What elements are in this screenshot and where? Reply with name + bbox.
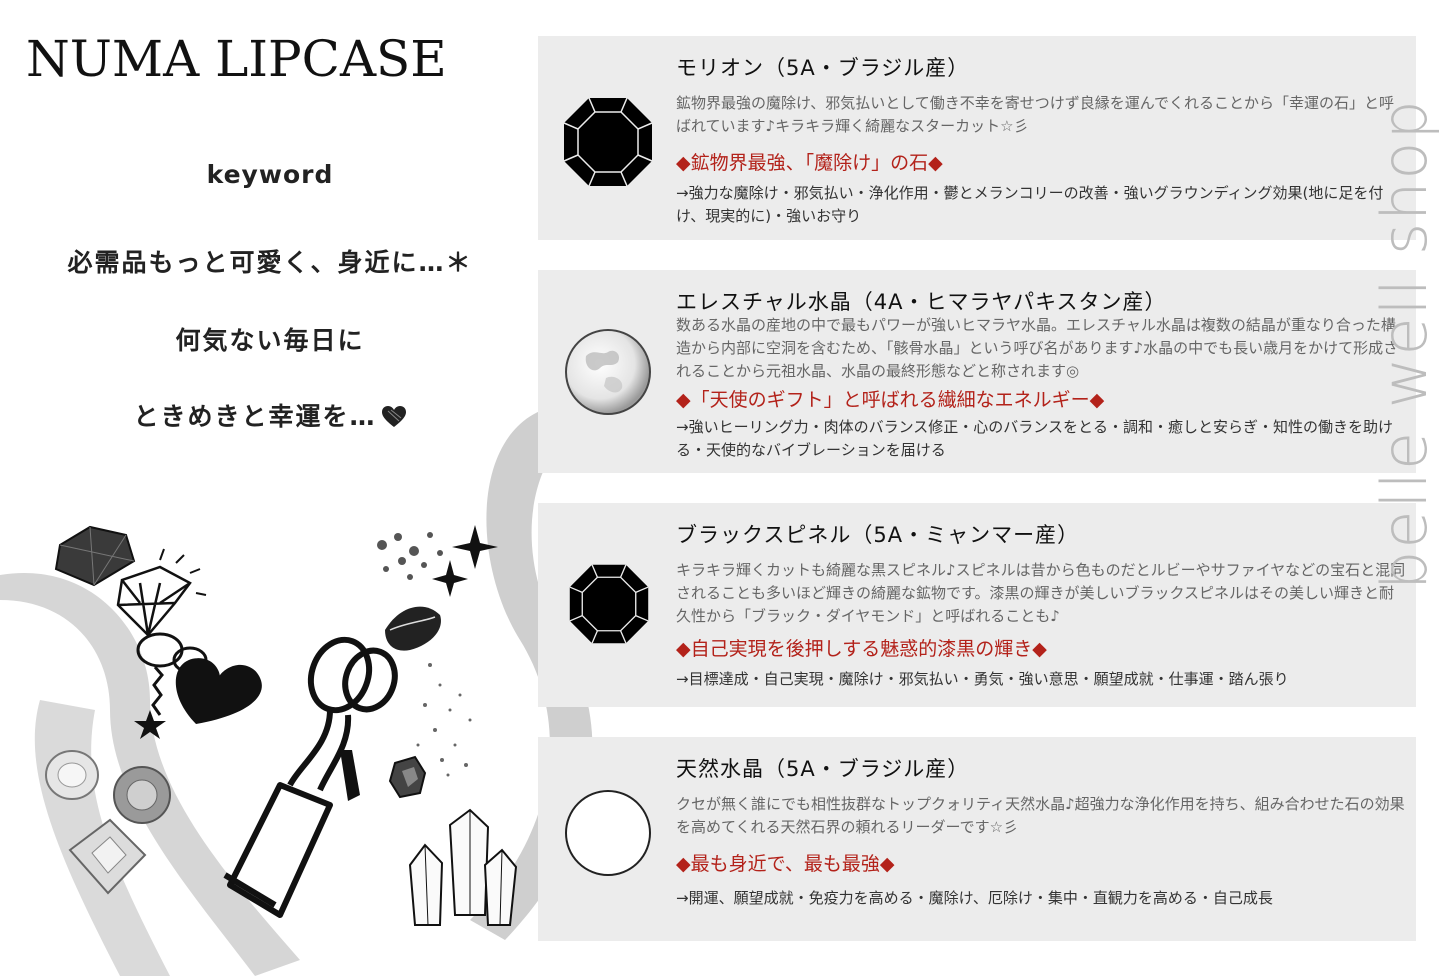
brand-title: NUMA LIPCASE [26,30,447,88]
stone-name: エレスチャル水晶（4A・ヒマラヤパキスタン産） [676,290,1167,314]
black-spinel-gem-icon [569,564,649,644]
stone-name: ブラックスピネル（5A・ミャンマー産） [676,523,1080,547]
shop-watermark: belle well shop [1368,98,1441,590]
glitter-dots [416,663,472,777]
quartz-crystals-icon [408,808,518,926]
stone-effects: →開運、願望成就・免疫力を高める・魔除け、厄除け・集中・直観力を高める・自己成長 [676,889,1273,907]
stone-highlight: ◆鉱物界最強、「魔除け」の石◆ [676,152,943,174]
heart-icon [381,406,406,427]
crystal-gems-cluster [45,750,171,895]
star-icon [134,710,166,739]
stone-name: 天然水晶（5A・ブラジル産） [676,757,970,781]
stone-effects: →強力な魔除け・邪気払い・浄化作用・鬱とメランコリーの改善・強いグラウンディング… [676,184,1384,225]
stone-effects: →強いヒーリング力・肉体のバランス修正・心のバランスをとる・調和・癒しと安らぎ・… [676,418,1393,459]
stone-card-elestial-quartz: エレスチャル水晶（4A・ヒマラヤパキスタン産） 数ある水晶の産地の中で最もパワー… [538,270,1416,473]
stone-highlight: ◆「天使のギフト」と呼ばれる繊細なエネルギー◆ [676,389,1105,411]
square-black-gem-icon [388,755,427,799]
lips-icon [385,606,441,651]
keyword-line-3: ときめきと幸運を… [133,402,377,431]
stone-highlight: ◆自己実現を後押しする魅惑的漆黒の輝き◆ [676,638,1047,660]
black-octagon-gem-icon [563,97,653,187]
keyword-line-2: 何気ない毎日に [175,326,365,355]
keyword-line-3-wrap: ときめきと幸運を… [0,397,540,433]
lip-tassel-icon [340,750,360,801]
keyword-title: keyword [206,160,334,189]
stone-description: クセが無く誰にでも相性抜群なトップクォリティ天然水晶♪超強力な浄化作用を持ち、組… [676,795,1405,836]
diamond-outline-icon [116,548,207,637]
mini-hearts-cluster [377,532,443,580]
stone-card-black-spinel: ブラックスピネル（5A・ミャンマー産） キラキラ輝くカットも綺麗な黒スピネル♪ス… [538,503,1416,707]
stone-description: 数ある水晶の産地の中で最もパワーが強いヒマラヤ水晶。エレスチャル水晶は複数の結晶… [676,316,1399,380]
keyword-line-1: 必需品もっと可愛く、身近に…＊ [67,248,473,277]
stone-description: キラキラ輝くカットも綺麗な黒スピネル♪スピネルは昔から色ものだとルビーやサファイ… [676,561,1406,625]
stone-card-clear-quartz: 天然水晶（5A・ブラジル産） クセが無く誰にでも相性抜群なトップクォリティ天然水… [538,737,1416,941]
lipcase-charm-illustration [45,525,518,926]
clear-quartz-sphere-icon [565,790,651,876]
stone-effects: →目標達成・自己実現・魔除け・邪気払い・勇気・強い意思・願望成就・仕事運・踏ん張… [676,670,1289,688]
elestial-quartz-sphere-icon [565,329,651,415]
black-diamond-icon [54,525,136,587]
stone-name: モリオン（5A・ブラジル産） [676,56,970,80]
stone-card-morion: モリオン（5A・ブラジル産） 鉱物界最強の魔除け、邪気払いとして働き不幸を寄せつ… [538,36,1416,240]
sparkle-icon [432,525,498,597]
lip-tube-icon [223,636,398,918]
heart-charm-icon [175,658,262,724]
stone-highlight: ◆最も身近で、最も最強◆ [676,853,895,875]
stone-description: 鉱物界最強の魔除け、邪気払いとして働き不幸を寄せつけず良縁を運んでくれることから… [676,94,1395,135]
